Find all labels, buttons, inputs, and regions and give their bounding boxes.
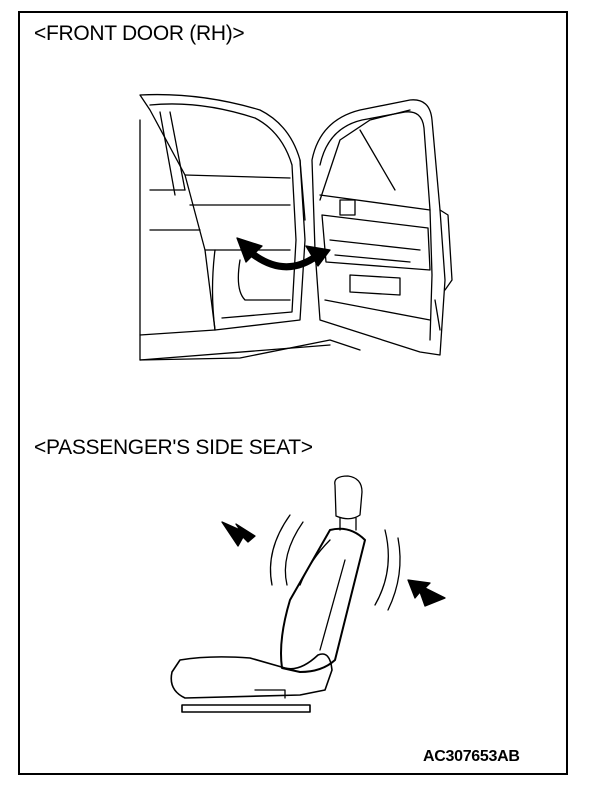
front-door-title: <FRONT DOOR (RH)> <box>34 22 245 45</box>
push-arrow-icon <box>221 521 446 607</box>
seat-illustration <box>170 475 401 713</box>
figure-code: AC307653AB <box>423 748 520 765</box>
car-door-illustration <box>139 93 453 361</box>
seat-title: <PASSENGER'S SIDE SEAT> <box>34 436 313 459</box>
figure-frame <box>18 11 568 775</box>
door-swing-arrow-icon <box>236 237 331 271</box>
